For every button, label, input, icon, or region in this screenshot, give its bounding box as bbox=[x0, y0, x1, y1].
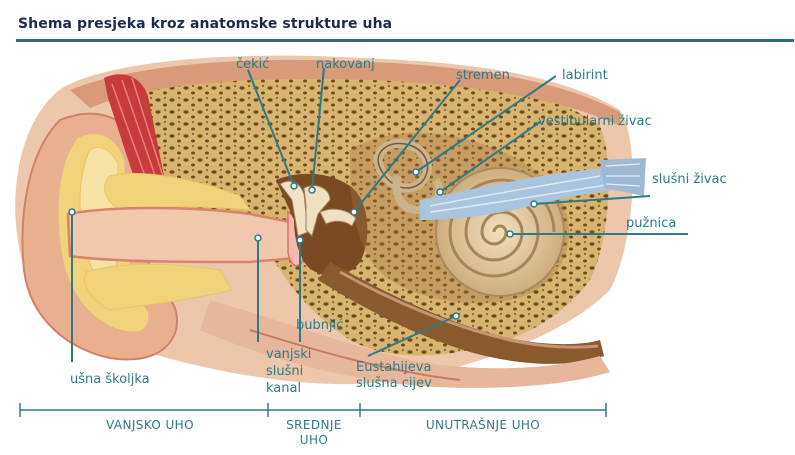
section-unutarnje-uho: UNUTRAŠNJE UHO bbox=[398, 418, 568, 433]
label-cekic: čekić bbox=[236, 57, 269, 73]
label-bubnjic: bubnjić bbox=[296, 318, 343, 334]
vanjski-line-3: kanal bbox=[266, 380, 311, 397]
label-puznica: pužnica bbox=[626, 216, 676, 232]
eustahijeva-line-1: Eustahijeva bbox=[356, 360, 432, 376]
section-vanjsko-uho: VANJSKO UHO bbox=[90, 418, 210, 433]
eustahijeva-line-2: slušna cijev bbox=[356, 376, 432, 392]
section-srednje-uho: SREDNJE UHO bbox=[270, 418, 358, 448]
srednje-line-2: UHO bbox=[270, 433, 358, 448]
label-labirint: labirint bbox=[562, 68, 608, 84]
vanjski-line-1: vanjski bbox=[266, 346, 311, 363]
vanjski-line-2: slušni bbox=[266, 363, 311, 380]
label-usna-skoljka: ušna školjka bbox=[70, 372, 150, 388]
label-vestibularni-zivac: vestibularni živac bbox=[538, 114, 652, 130]
label-eustahijeva-cijev: Eustahijeva slušna cijev bbox=[356, 360, 432, 392]
srednje-line-1: SREDNJE bbox=[270, 418, 358, 433]
external-ear-canal bbox=[68, 208, 296, 262]
label-vanjski-slusni-kanal: vanjski slušni kanal bbox=[266, 346, 311, 397]
label-slusni-zivac: slušni živac bbox=[652, 172, 727, 188]
section-rule bbox=[20, 403, 606, 417]
label-stremen: stremen bbox=[456, 68, 510, 84]
label-nakovanj: nakovanj bbox=[316, 57, 375, 73]
